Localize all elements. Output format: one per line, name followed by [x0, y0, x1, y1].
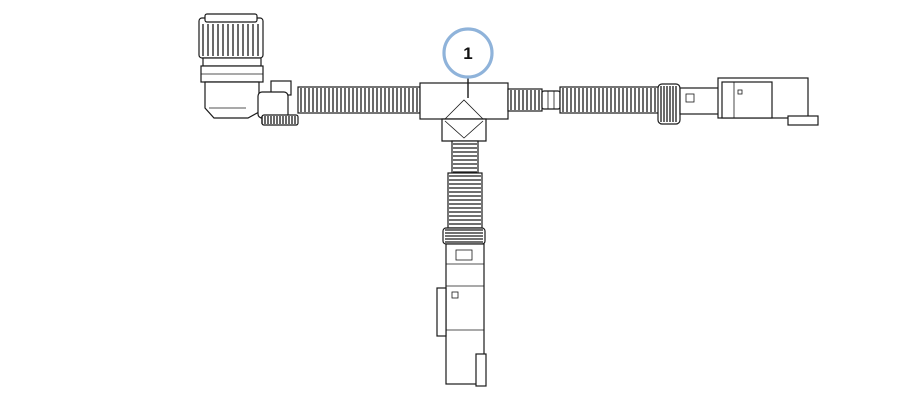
left-corrugated-tube	[297, 86, 421, 114]
left-round-connector	[198, 13, 299, 126]
callout-1-label: 1	[463, 44, 472, 63]
vertical-corrugated-tube	[447, 140, 483, 234]
bottom-rect-connector	[436, 227, 487, 387]
callout-1: 1	[442, 27, 494, 98]
right-corrugated-tube	[507, 86, 661, 114]
t-junction-body	[419, 82, 509, 142]
callout-1-circle	[442, 27, 494, 79]
right-rect-connector	[657, 77, 819, 126]
